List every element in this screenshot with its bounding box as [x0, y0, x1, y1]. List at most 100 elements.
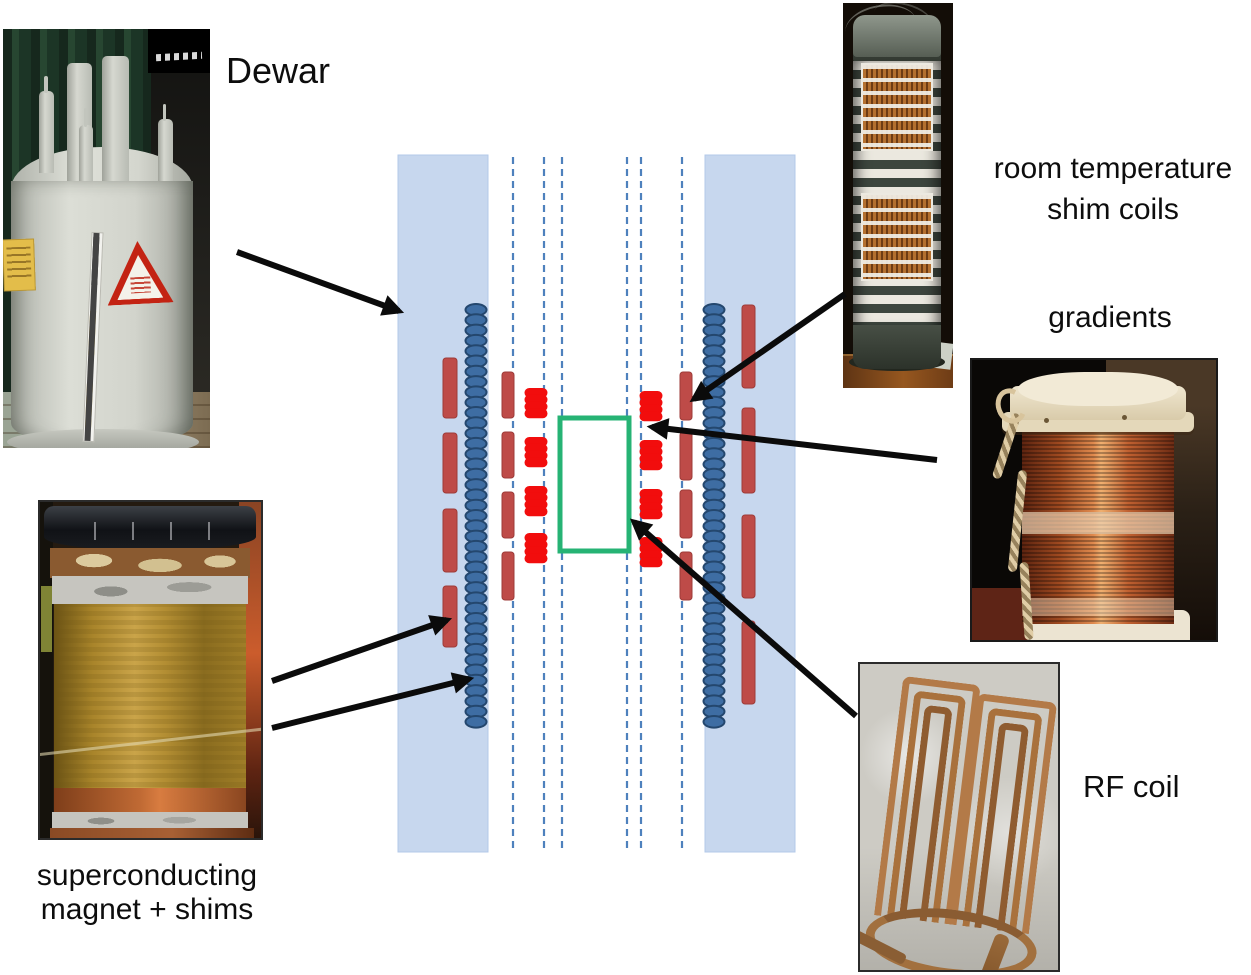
- magnet-coil-bead: [702, 663, 726, 678]
- magnet-coil-bead: [702, 550, 726, 564]
- sample-volume-box: [557, 415, 632, 554]
- cap-screw: [1044, 418, 1049, 423]
- magnet-coil-bead: [464, 570, 488, 585]
- copper-winding-window: [861, 193, 933, 281]
- magnet-coil-bead: [702, 612, 726, 626]
- magnet-coil-bead: [702, 673, 726, 688]
- magnet-coil-bead: [702, 684, 726, 698]
- gradient-coil-turn: [524, 506, 548, 517]
- gradient-coil-stack: [524, 388, 548, 419]
- gradient-coil-stack: [639, 537, 663, 568]
- magnet-coil-bead: [702, 498, 726, 513]
- gradient-coil-turn: [524, 553, 548, 564]
- gradient-coil-turn: [639, 404, 663, 415]
- magnet-coil-bead: [702, 457, 726, 472]
- magnet-coil-bead: [464, 416, 488, 430]
- cryostat-wall: [397, 154, 489, 853]
- magnet-coil-bead: [702, 303, 726, 317]
- magnet-coil-bead: [464, 344, 488, 358]
- magnet-coil-bead: [464, 642, 488, 657]
- gradient-coil-stack: [524, 533, 548, 564]
- magnet-coil-bead: [702, 344, 726, 358]
- gradient-coil-turn: [524, 450, 548, 461]
- gradient-coil-stack: [639, 391, 663, 422]
- gradient-coil-photo: [970, 358, 1218, 642]
- magnet-coil-bead: [702, 591, 726, 606]
- arrow-shim-coils: [689, 291, 847, 403]
- magnet-coil-bead: [464, 364, 488, 379]
- cap-screw: [1122, 415, 1127, 420]
- gradient-coil-turn: [639, 440, 663, 450]
- superconducting-magnet-label: superconducting magnet + shims: [6, 859, 288, 927]
- gradient-coil-turn: [639, 509, 663, 520]
- magnet-top-cap: [44, 506, 256, 550]
- magnet-coil-bead: [464, 395, 488, 410]
- shim-coil-bar: [501, 431, 515, 479]
- arrow-magnet-lower: [271, 672, 475, 731]
- dewar-port: [79, 125, 93, 189]
- magnet-foil-band-lower: [52, 812, 248, 830]
- gradients-label: gradients: [1048, 301, 1172, 334]
- magnet-coil-bead: [464, 632, 488, 647]
- shim-coils-photo: [843, 3, 953, 388]
- shim-coil-bar: [501, 371, 515, 419]
- magnet-coil-bead: [464, 519, 488, 533]
- gradient-coil-column: [639, 391, 663, 568]
- dewar-photo: [3, 29, 210, 448]
- shim-coil-bar: [501, 551, 515, 601]
- dewar-vessel-body: [11, 181, 193, 447]
- magnet-brown-band: [50, 548, 250, 578]
- dewar-rod: [84, 108, 87, 127]
- shim-coil-bar-column: [501, 371, 515, 601]
- copper-winding-window: [861, 63, 933, 151]
- gradient-coil-turn: [639, 537, 663, 547]
- magnet-coil-bead: [702, 447, 726, 461]
- magnet-coil-bead: [464, 560, 488, 575]
- warning-text-lines: [130, 276, 151, 293]
- label-line: magnet + shims: [40, 893, 254, 926]
- magnet-coil-bead: [464, 303, 488, 317]
- shim-coil-bar: [442, 508, 458, 573]
- magnet-coil-bead: [702, 364, 726, 379]
- magnet-coil-bead: [464, 694, 488, 709]
- shim-base: [853, 325, 941, 369]
- magnet-foil-band: [52, 576, 248, 604]
- gradient-coil-turn: [639, 411, 663, 422]
- magnet-coil-bead: [702, 478, 726, 492]
- magnet-coil-bead: [464, 663, 488, 678]
- magnet-base: [50, 828, 254, 838]
- label-line: room temperature: [993, 152, 1233, 185]
- magnet-coil-bead: [702, 570, 726, 585]
- magnet-coil-bead: [702, 313, 726, 327]
- gradient-coil-turn: [639, 453, 663, 464]
- gradient-coil-column: [524, 388, 548, 564]
- magnet-coil-bead: [702, 704, 726, 719]
- magnet-coil-bead: [464, 375, 488, 389]
- maroon-block: [972, 588, 1028, 640]
- dewar-base-rim: [7, 429, 199, 448]
- shim-coil-bar: [501, 491, 515, 539]
- gradient-coil-turn: [639, 557, 663, 568]
- dewar-label: Dewar: [226, 50, 331, 91]
- magnet-coil-bead: [702, 333, 726, 348]
- shim-coil-bar: [741, 304, 756, 389]
- magnet-coil-bead: [702, 622, 726, 636]
- magnet-coil-bead: [464, 684, 488, 698]
- magnet-coil-bead: [464, 601, 488, 616]
- shim-cylinder: [849, 15, 945, 371]
- gradient-coil-turn: [639, 502, 663, 513]
- magnet-coil-bead: [702, 354, 726, 369]
- magnet-coil-bead: [464, 467, 488, 482]
- magnet-coil-bead: [702, 529, 726, 544]
- cap-top: [1018, 372, 1178, 406]
- magnet-coil-bead: [702, 539, 726, 554]
- magnet-coil-bead: [702, 519, 726, 533]
- magnet-coil-bead-column: [702, 303, 726, 729]
- magnet-coil-bead: [464, 323, 488, 338]
- gradient-coil-turn: [639, 543, 663, 554]
- magnet-coil-bead-column: [464, 303, 488, 729]
- magnet-coil-bead: [464, 478, 488, 492]
- magnet-coil-bead: [464, 509, 488, 523]
- shim-coil-bar: [442, 432, 458, 494]
- gradient-coil-turn: [524, 443, 548, 454]
